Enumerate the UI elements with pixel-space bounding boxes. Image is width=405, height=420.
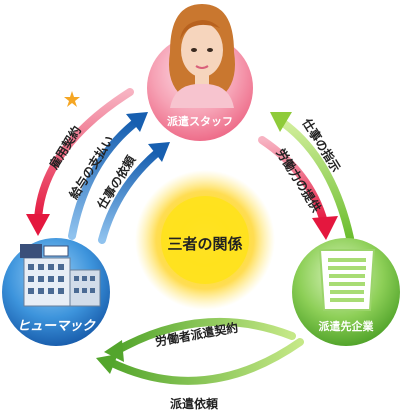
staff-node: 派遣スタッフ [147,4,253,141]
woman-icon [169,4,235,108]
dispatch-contract-arrow [114,317,296,354]
star-icon [64,91,80,107]
employment-contract-arrowhead [26,214,50,236]
sun-core [161,196,249,284]
dispatch-request-label: 派遣依頼 [170,396,219,411]
dispatch-request-arrow [106,338,304,385]
labor-provision-arrowhead [312,216,338,240]
job-request-arrowhead [148,142,170,162]
document-icon [318,249,376,311]
employment-contract-label: 雇用契約 [46,123,84,172]
building-icon [20,244,101,307]
employment-contract-arrow [34,88,134,224]
work-instruction-arrow [278,118,354,242]
agency-node: ヒューマック [2,238,110,346]
dispatch-contract-arrowhead [104,340,124,362]
work-instruction-arrowhead [270,112,292,132]
client-label: 派遣先企業 [319,319,375,333]
labor-provision-arrow [258,136,328,226]
salary-payment-arrowhead [126,112,148,132]
job-request-arrow [98,148,162,244]
center-title: 三者の関係 [167,235,242,253]
dispatch-request-arrowhead [96,354,118,374]
salary-payment-arrow [68,118,140,240]
staff-label: 派遣スタッフ [167,114,233,128]
agency-logo-text: ヒューマック [17,319,96,334]
client-node: 派遣先企業 [292,238,400,346]
